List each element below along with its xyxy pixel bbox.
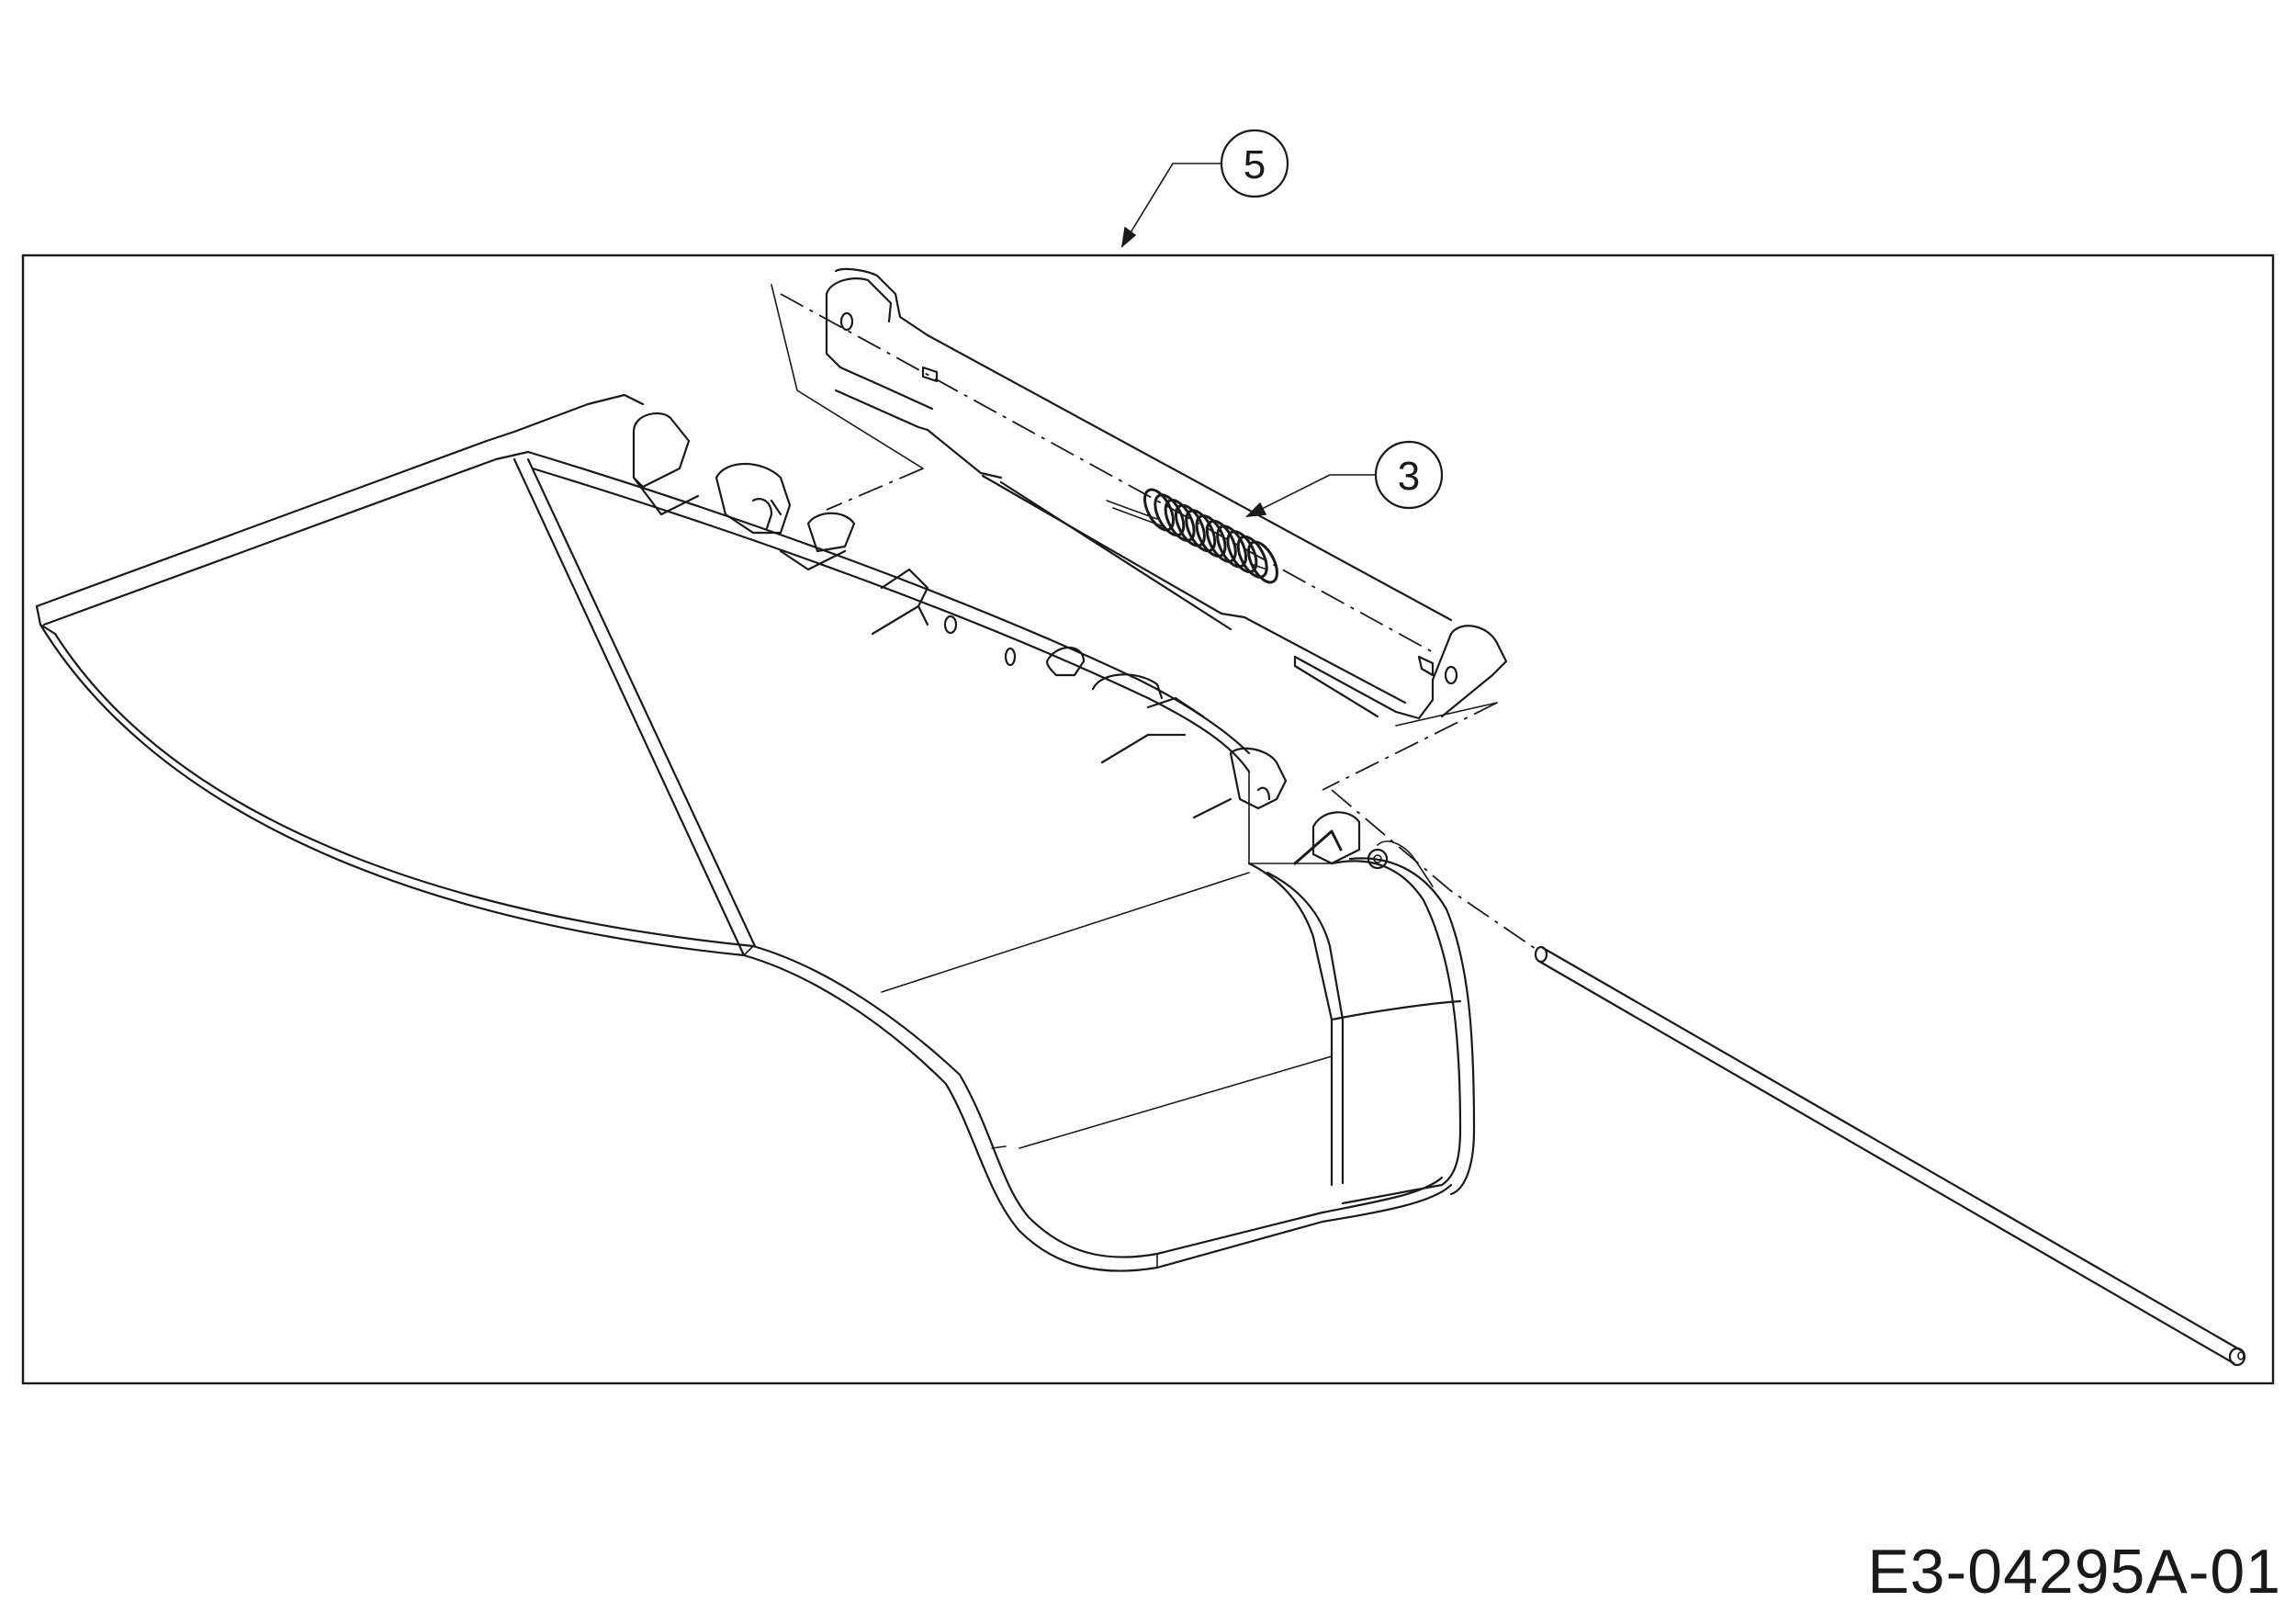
spring-coil bbox=[1226, 530, 1258, 574]
spring-coil bbox=[1154, 493, 1186, 537]
spring-coil bbox=[1164, 498, 1196, 542]
callout-3-arrowhead bbox=[1244, 502, 1267, 517]
spring-coil bbox=[1195, 514, 1227, 558]
spring-coil bbox=[1174, 503, 1206, 547]
callout-5-arrowhead bbox=[1120, 226, 1137, 248]
hinge-knuckles bbox=[632, 412, 1434, 887]
callout-5-balloon bbox=[1220, 129, 1289, 198]
spring-coil bbox=[1247, 540, 1278, 584]
callout-3-label: 3 bbox=[1398, 454, 1420, 499]
diagram-frame bbox=[21, 254, 2275, 1385]
torsion-spring bbox=[1106, 488, 1278, 584]
drawing-reference-code: E3-04295A-01 bbox=[1867, 1537, 2281, 1607]
hinge-plate bbox=[825, 267, 1508, 720]
assembly-centerlines bbox=[771, 284, 1539, 952]
spring-coil bbox=[1185, 509, 1217, 553]
callout-3: 3 bbox=[1244, 440, 1444, 517]
spring-coil bbox=[1216, 524, 1248, 569]
spring-coil bbox=[1143, 488, 1175, 532]
hinge-rod bbox=[1534, 945, 2246, 1367]
spring-coil bbox=[1236, 535, 1268, 579]
callout-5: 5 bbox=[1120, 129, 1289, 248]
deflector-flap bbox=[35, 393, 1476, 1272]
callout-5-label: 5 bbox=[1244, 142, 1266, 187]
callout-3-balloon bbox=[1374, 440, 1444, 510]
spring-coil bbox=[1205, 519, 1237, 563]
